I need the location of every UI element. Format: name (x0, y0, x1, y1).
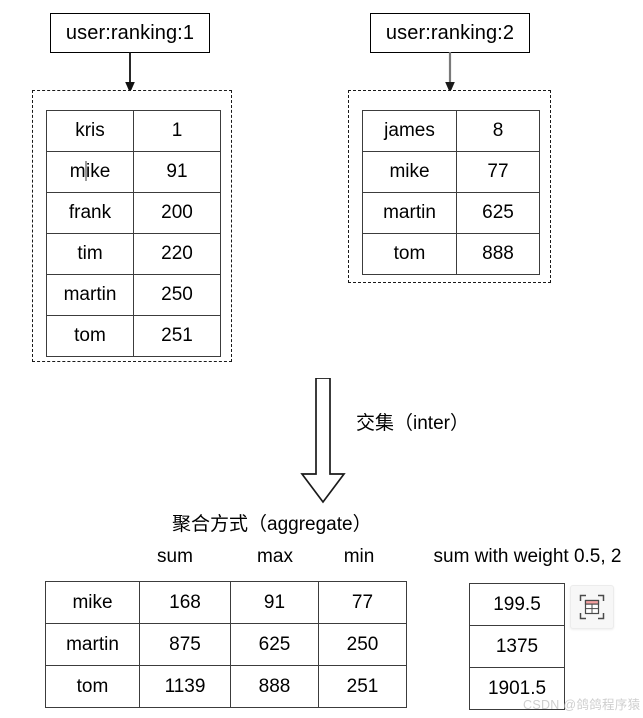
weighted-value-1: 1375 (469, 625, 565, 668)
set-2-member-2: martin (362, 192, 457, 234)
set-1-member-4: martin (46, 274, 134, 316)
result-member-1: martin (45, 623, 140, 666)
text-caret (85, 161, 87, 181)
set-2-score-0: 8 (456, 110, 540, 152)
set-2-score-3: 888 (456, 233, 540, 275)
table-row: 1901.5 (469, 667, 565, 710)
set-1-member-1: mike (46, 151, 134, 193)
column-header-weighted-sum: sum with weight 0.5, 2 (433, 546, 622, 567)
set-1-table: kris 1 mike 91 frank 200 tim 220 martin … (46, 110, 221, 357)
table-row: tom 888 (362, 233, 540, 275)
table-row: 1375 (469, 625, 565, 668)
table-row: mike 77 (362, 151, 540, 193)
set-2-table: james 8 mike 77 martin 625 tom 888 (362, 110, 540, 275)
table-row: martin 875 625 250 (45, 623, 407, 666)
set-1-score-3: 220 (133, 233, 221, 275)
table-row: kris 1 (46, 110, 221, 152)
table-row: tom 251 (46, 315, 221, 357)
set-2-score-1: 77 (456, 151, 540, 193)
aggregate-title: 聚合方式（aggregate） (172, 514, 372, 535)
table-row: martin 250 (46, 274, 221, 316)
set-2-score-2: 625 (456, 192, 540, 234)
operation-label: 交集（inter） (356, 413, 469, 434)
key-label-user-ranking-2: user:ranking:2 (370, 13, 530, 53)
column-header-max: max (257, 546, 293, 567)
result-sum-2: 1139 (139, 665, 231, 708)
result-max-1: 625 (230, 623, 319, 666)
result-max-2: 888 (230, 665, 319, 708)
weighted-value-2: 1901.5 (469, 667, 565, 710)
intersection-block-arrow-icon (300, 378, 346, 504)
set-1-score-5: 251 (133, 315, 221, 357)
table-row: frank 200 (46, 192, 221, 234)
result-sum-0: 168 (139, 581, 231, 624)
result-member-0: mike (45, 581, 140, 624)
table-row: tom 1139 888 251 (45, 665, 407, 708)
aggregate-result-table: mike 168 91 77 martin 875 625 250 tom 11… (45, 581, 407, 708)
result-min-1: 250 (318, 623, 407, 666)
table-capture-glyph-icon (579, 594, 605, 620)
connector-arrow-2-icon (445, 52, 455, 93)
set-2-member-0: james (362, 110, 457, 152)
set-1-score-2: 200 (133, 192, 221, 234)
table-row: martin 625 (362, 192, 540, 234)
set-1-member-2: frank (46, 192, 134, 234)
connector-arrow-1-icon (125, 52, 135, 93)
column-header-min: min (343, 546, 375, 567)
set-1-member-0: kris (46, 110, 134, 152)
set-2-member-1: mike (362, 151, 457, 193)
set-2-member-3: tom (362, 233, 457, 275)
set-1-member-5: tom (46, 315, 134, 357)
set-1-member-1-prefix: m (69, 161, 86, 182)
table-capture-icon[interactable] (570, 585, 614, 629)
result-max-0: 91 (230, 581, 319, 624)
table-row: 199.5 (469, 583, 565, 626)
set-1-member-1-suffix: ike (86, 161, 111, 182)
result-min-0: 77 (318, 581, 407, 624)
table-row: mike 168 91 77 (45, 581, 407, 624)
table-row: james 8 (362, 110, 540, 152)
table-row: tim 220 (46, 233, 221, 275)
set-1-member-3: tim (46, 233, 134, 275)
set-1-score-0: 1 (133, 110, 221, 152)
weighted-sum-table: 199.5 1375 1901.5 (469, 583, 565, 710)
watermark: CSDN @鸽鸽程序猿 (523, 698, 641, 712)
result-member-2: tom (45, 665, 140, 708)
weighted-value-0: 199.5 (469, 583, 565, 626)
result-sum-1: 875 (139, 623, 231, 666)
key-label-user-ranking-1: user:ranking:1 (50, 13, 210, 53)
result-min-2: 251 (318, 665, 407, 708)
table-row: mike 91 (46, 151, 221, 193)
set-1-score-4: 250 (133, 274, 221, 316)
set-1-score-1: 91 (133, 151, 221, 193)
column-header-sum: sum (157, 546, 193, 567)
